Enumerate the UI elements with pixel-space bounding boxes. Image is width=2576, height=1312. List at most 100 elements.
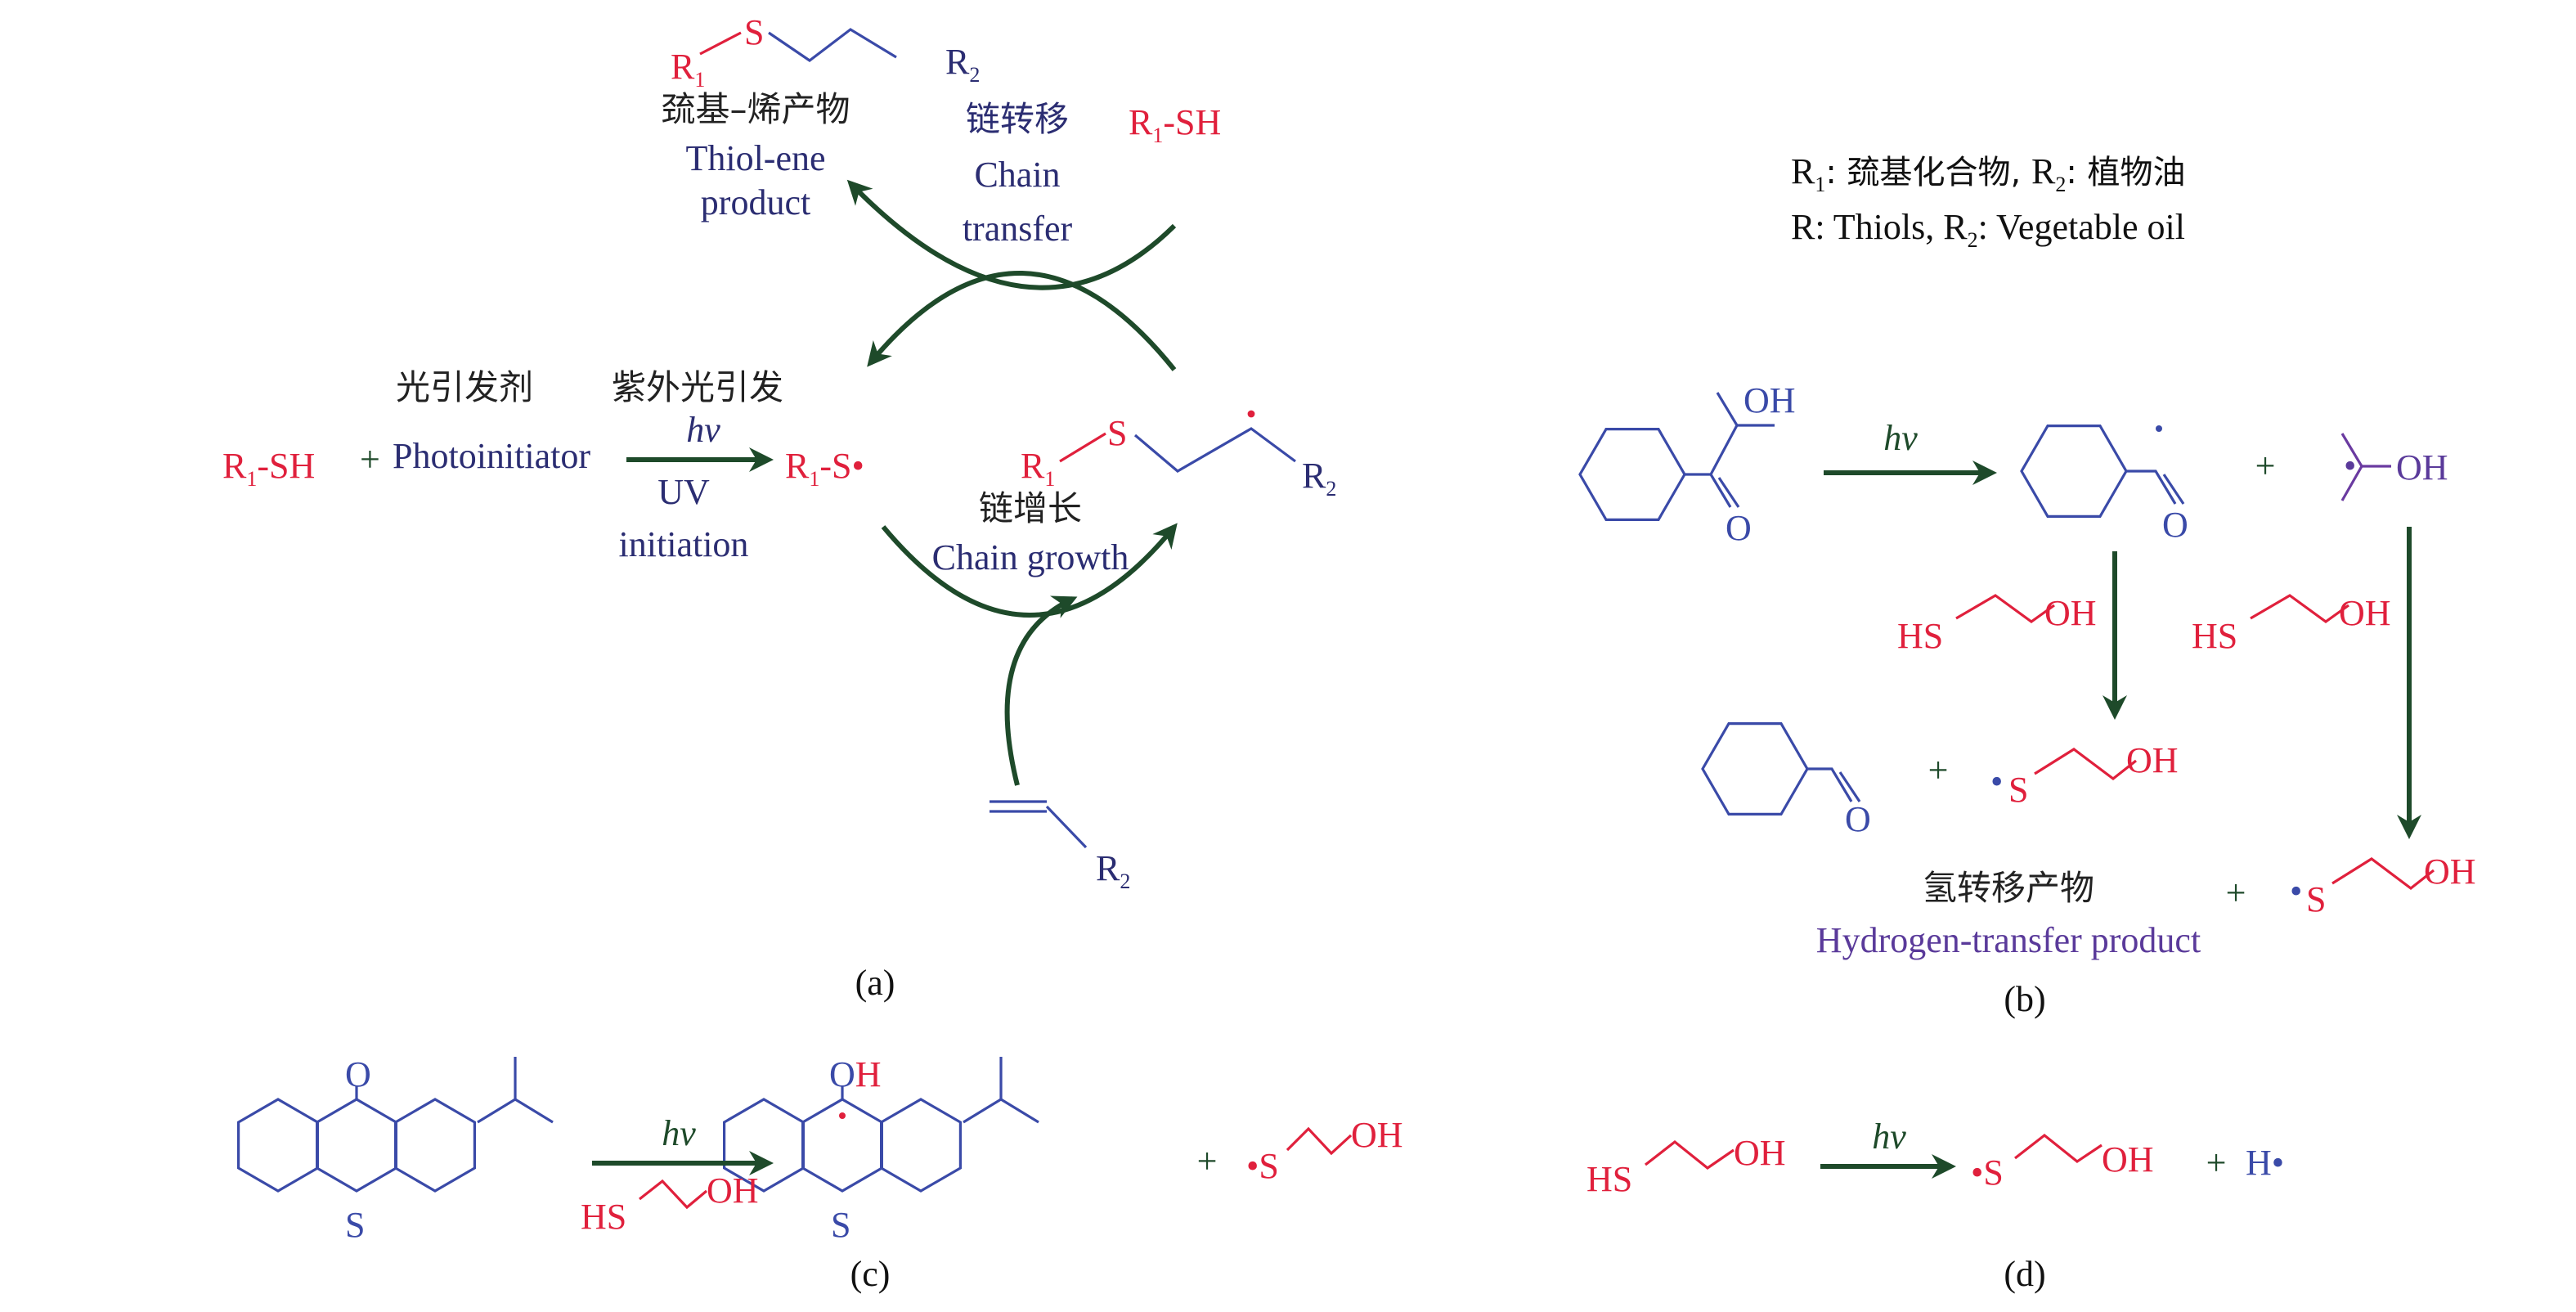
radical-dot — [839, 1112, 846, 1119]
carbonyl-bond — [1709, 474, 1732, 508]
radical-dot — [1247, 410, 1255, 418]
uv-initiation-cn: 紫外光引发 — [612, 367, 783, 407]
alkene-addition-arrow — [1004, 595, 1078, 786]
thiyl-bonds — [1286, 1126, 1353, 1156]
thiol-ene-product-cn: 巯基–烯产物 — [661, 89, 850, 129]
carbonyl-bond — [1717, 477, 1740, 508]
plus-sign: + — [2206, 1143, 2227, 1183]
thiyl-radical: R1-S• — [785, 446, 864, 491]
hv-label: hv — [686, 410, 720, 450]
oxygen-label: O — [345, 1054, 371, 1094]
product-r1: R1 — [671, 47, 705, 92]
panel-label-d: (d) — [2004, 1254, 2045, 1294]
h-transfer-product-cn: 氢转移产物 — [1923, 868, 2094, 908]
panel-a: R1 S R2 巯基–烯产物 Thiol-ene product 链转移 Cha… — [222, 12, 1336, 1003]
panel-label-b: (b) — [2004, 979, 2045, 1019]
oh-label: OH — [1734, 1133, 1786, 1173]
bonds — [1806, 767, 1853, 802]
product-sulfur: S — [744, 12, 764, 52]
panel-d: HS OH hv •S OH + H• (d) — [1586, 1117, 2284, 1294]
growth-r1: R1 — [1021, 446, 1055, 491]
thiyl-radical-label: •S — [1246, 1146, 1279, 1186]
radical-dot: • — [2344, 446, 2356, 486]
panel-c: O S hv HS OH OH S + •S OH (c) — [237, 1054, 1403, 1294]
plus-sign: + — [1197, 1141, 1218, 1181]
regeneration-arrow — [867, 271, 1177, 371]
hv-label: hv — [662, 1113, 696, 1153]
growth-r2: R2 — [1302, 456, 1336, 501]
product-r2: R2 — [945, 42, 980, 87]
hydroxyl-label: OH — [829, 1054, 882, 1094]
growth-sulfur: S — [1107, 413, 1127, 453]
mercaptoethanol-bonds — [1955, 594, 2055, 623]
hydroxyl-label: OH — [1744, 380, 1796, 420]
bonds — [1685, 425, 1739, 476]
hydroxyl-label: OH — [2396, 447, 2448, 488]
thiyl-bonds — [2034, 748, 2137, 781]
thiyl-bonds — [2331, 857, 2435, 891]
plus-sign: + — [1928, 750, 1949, 790]
legend-line-1: R1: 巯基化合物, R2: 植物油 — [1791, 151, 2186, 196]
bond — [699, 31, 742, 56]
thiyl-bonds — [2014, 1133, 2103, 1163]
hv-label: hv — [1883, 418, 1918, 458]
oh-label: OH — [2044, 593, 2097, 633]
oh-label: OH — [2424, 851, 2476, 892]
photoinitiator-cn: 光引发剂 — [396, 367, 533, 407]
chain-growth-en: Chain growth — [932, 537, 1129, 577]
chain-growth-cn: 链增长 — [979, 488, 1082, 528]
mercaptoethanol-bonds — [639, 1179, 708, 1210]
oxygen-label: O — [2162, 505, 2188, 545]
plus-sign: + — [360, 439, 380, 479]
chain-bonds — [1133, 427, 1296, 473]
hs-label: HS — [581, 1197, 626, 1237]
panel-label-c: (c) — [850, 1254, 891, 1294]
benzene-ring — [1578, 427, 1686, 522]
thioxanthone-ring — [394, 1098, 477, 1193]
hydrogen-radical: H• — [2246, 1143, 2284, 1183]
panel-b: R1: 巯基化合物, R2: 植物油 R: Thiols, R2: Vegeta… — [1578, 151, 2476, 1019]
thiol-ene-product-en-2: product — [701, 182, 810, 222]
benzene-ring — [1701, 721, 1809, 816]
sulfur-label: S — [345, 1205, 365, 1245]
oxygen-label: O — [1845, 799, 1871, 839]
oh-label: OH — [2339, 593, 2391, 633]
h-transfer-product-en: Hydrogen-transfer product — [1816, 920, 2201, 960]
mercaptoethanol-bonds — [1645, 1139, 1735, 1170]
initiation-en: initiation — [619, 524, 749, 564]
chain-growth-arrow — [881, 523, 1178, 618]
thiol-r1-sh: R1-SH — [222, 446, 315, 491]
plus-sign: + — [2226, 873, 2246, 913]
photoinitiator-en: Photoinitiator — [393, 436, 590, 476]
isopropyl-bonds — [477, 1098, 554, 1124]
thiol-r1-sh-top: R1-SH — [1129, 102, 1221, 147]
chain-transfer-en-1: Chain — [974, 155, 1060, 195]
panel-label-a: (a) — [855, 963, 895, 1003]
isopropyl-bonds — [963, 1098, 1039, 1124]
oh-label: OH — [1351, 1115, 1403, 1155]
chain-transfer-cn: 链转移 — [966, 99, 1069, 139]
hs-label: HS — [1586, 1159, 1632, 1199]
bond — [1045, 805, 1088, 849]
sulfur-label: S — [831, 1205, 850, 1245]
hs-label: HS — [2192, 616, 2237, 656]
legend-line-2: R: Thiols, R2: Vegetable oil — [1791, 207, 2185, 252]
carbonyl-bond — [1838, 771, 1861, 802]
plus-sign: + — [2255, 446, 2276, 486]
thioxanthone-ring — [316, 1098, 397, 1193]
radical-dot: • — [1990, 762, 2003, 802]
thiyl-radical-label: •S — [1971, 1152, 2004, 1193]
uv-en: UV — [657, 472, 710, 512]
radical-dot — [2156, 425, 2162, 432]
oh-label: OH — [2126, 740, 2179, 780]
thioxanthene-ring — [879, 1098, 963, 1193]
chain-bonds — [768, 28, 897, 62]
chain-transfer-arrow — [846, 179, 1177, 290]
sulfur-label: S — [2008, 770, 2028, 810]
oh-label: OH — [2102, 1139, 2154, 1179]
chain-transfer-en-2: transfer — [963, 209, 1073, 249]
carbonyl-bond — [2162, 474, 2185, 505]
methyl-bond — [1716, 392, 1739, 426]
alkene-r2: R2 — [1096, 848, 1130, 893]
